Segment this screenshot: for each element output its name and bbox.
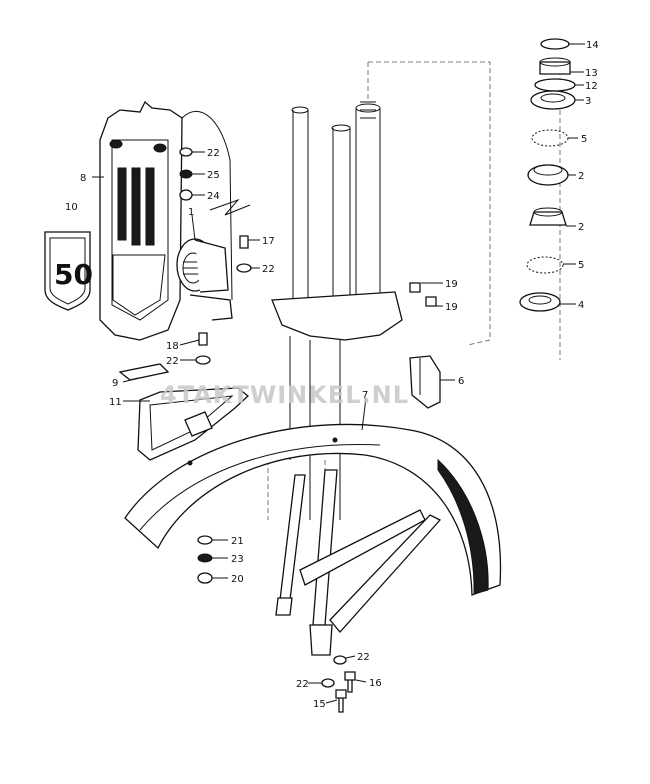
callout-22a: 22 — [207, 148, 220, 159]
callout-19b: 19 — [445, 302, 458, 313]
callout-9: 9 — [112, 378, 118, 389]
callout-22e: 22 — [296, 679, 309, 690]
callout-15: 15 — [313, 699, 326, 710]
callout-17: 17 — [262, 236, 275, 247]
callout-5b: 5 — [578, 260, 584, 271]
callout-22d: 22 — [357, 652, 370, 663]
front-fork-assembly — [267, 61, 561, 530]
small-hardware — [179, 147, 437, 365]
emblem-badge: 50 — [44, 231, 93, 311]
callout-1: 1 — [188, 207, 194, 218]
headlight-case — [99, 100, 233, 341]
callout-18: 18 — [166, 341, 179, 352]
leader-lines — [92, 43, 585, 704]
callout-25: 25 — [207, 170, 220, 181]
callout-11: 11 — [109, 397, 122, 408]
callout-6: 6 — [458, 376, 464, 387]
horn — [176, 198, 251, 321]
callout-3: 3 — [585, 96, 591, 107]
callout-8: 8 — [80, 173, 86, 184]
front-fender — [124, 423, 502, 596]
fender-stay — [275, 469, 442, 656]
callout-4: 4 — [578, 300, 584, 311]
callout-13: 13 — [585, 68, 598, 79]
callout-23: 23 — [231, 554, 244, 565]
mounting-bracket — [409, 355, 441, 409]
callout-22b: 22 — [262, 264, 275, 275]
callout-2a: 2 — [578, 171, 584, 182]
callout-21: 21 — [231, 536, 244, 547]
callout-16: 16 — [369, 678, 382, 689]
callout-10: 10 — [65, 202, 78, 213]
fender-fasteners — [197, 535, 356, 713]
steering-bearings — [519, 38, 576, 312]
callout-14: 14 — [586, 40, 599, 51]
callout-20: 20 — [231, 574, 244, 585]
callout-2b: 2 — [578, 222, 584, 233]
callout-22c: 22 — [166, 356, 179, 367]
callout-labels: 14 13 12 3 5 2 2 5 4 22 25 8 24 1 10 17 … — [65, 40, 599, 710]
watermark-text: 4TAKTWINKEL.NL — [160, 381, 409, 409]
callout-7: 7 — [362, 390, 368, 401]
number-plate-holder — [118, 363, 249, 461]
emblem-text: 50 — [54, 258, 93, 291]
callout-5a: 5 — [581, 134, 587, 145]
callout-12: 12 — [585, 81, 598, 92]
callout-19a: 19 — [445, 279, 458, 290]
callout-24: 24 — [207, 191, 220, 202]
